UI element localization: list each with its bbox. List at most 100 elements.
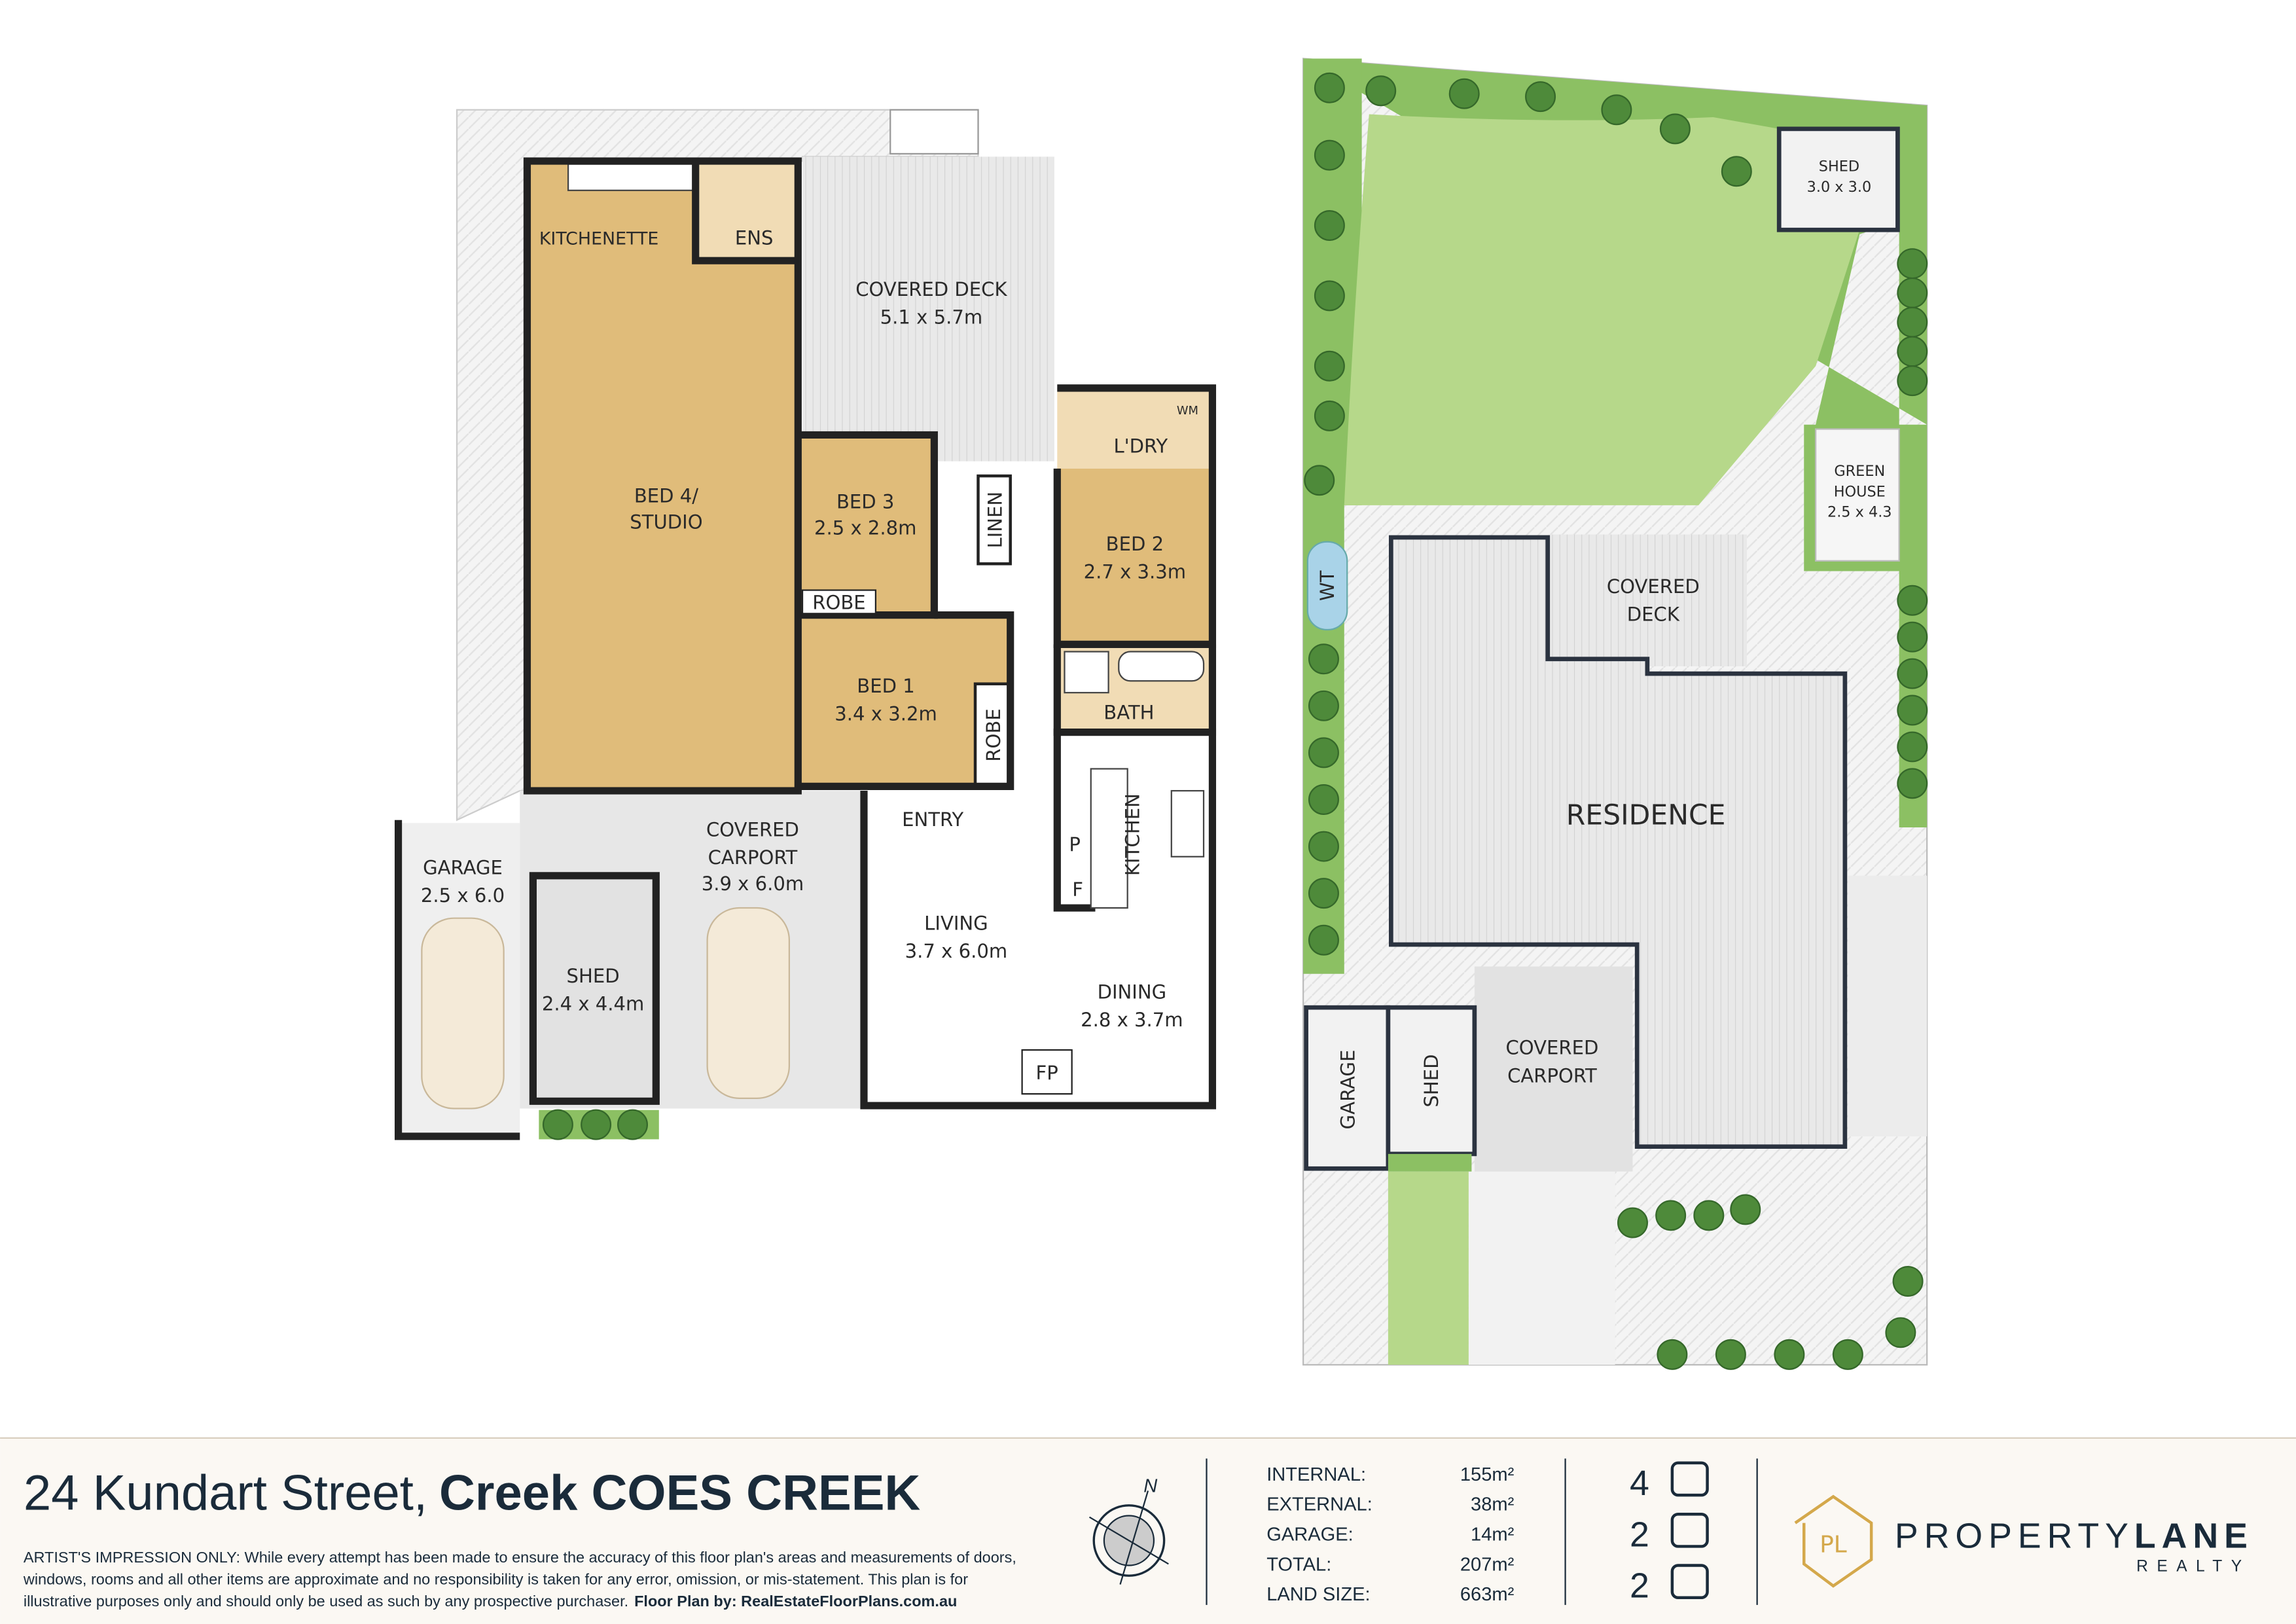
tree-icon: [1304, 465, 1335, 496]
room-linen: [977, 474, 1012, 566]
room-kitchenette-bench: [567, 163, 695, 191]
tree-icon: [1897, 621, 1928, 653]
tree-icon: [1308, 831, 1339, 862]
label-living-size: 3.7 x 6.0m: [905, 940, 1008, 962]
site-garage: [1304, 1005, 1391, 1171]
car-icon: [421, 917, 505, 1110]
room-bed2: [1057, 468, 1213, 645]
lawn: [1344, 114, 1860, 505]
label-site-deck2: DECK: [1627, 604, 1680, 626]
label-fridge: F: [1072, 878, 1083, 901]
label-site-carport2: CARPORT: [1507, 1064, 1597, 1087]
area-value: 207m²: [1460, 1554, 1515, 1575]
label-shed: SHED: [567, 965, 620, 987]
brand-property: PROPERTY: [1895, 1517, 2134, 1556]
label-site-garage: GARAGE: [1336, 1050, 1359, 1130]
side-path: [1848, 875, 1928, 1137]
area-label: INTERNAL:: [1266, 1464, 1366, 1485]
tree-icon: [1617, 1207, 1648, 1238]
brand-lane: LANE: [2134, 1517, 2253, 1556]
water-tank: [1306, 541, 1348, 631]
tree-icon: [1897, 277, 1928, 308]
label-dining: DINING: [1098, 981, 1167, 1003]
tree-icon: [1308, 737, 1339, 768]
label-shed-size: 2.4 x 4.4m: [542, 993, 645, 1015]
label-bed2-size: 2.7 x 3.3m: [1084, 561, 1187, 583]
tree-icon: [1308, 878, 1339, 909]
tree-icon: [1525, 81, 1556, 113]
disclaimer-line1: ARTIST'S IMPRESSION ONLY: While every at…: [24, 1549, 1016, 1566]
label-site-shed2: SHED: [1420, 1054, 1443, 1107]
feature-counts: 422: [1630, 1461, 1709, 1606]
feature-count: 2: [1630, 1515, 1649, 1554]
tree-icon: [1897, 768, 1928, 799]
bed-icon: [1670, 1461, 1709, 1497]
label-kitchenette: KITCHENETTE: [539, 229, 658, 249]
logo-house-icon: [1794, 1494, 1873, 1588]
label-bed3-size: 2.5 x 2.8m: [814, 517, 917, 539]
tree-icon: [1314, 280, 1345, 312]
label-residence: RESIDENCE: [1566, 800, 1726, 832]
label-entry: ENTRY: [902, 808, 963, 831]
tree-icon: [1308, 924, 1339, 956]
label-bed2: BED 2: [1106, 533, 1164, 555]
label-wm: WM: [1177, 404, 1198, 418]
area-value: 663m²: [1460, 1584, 1515, 1605]
address-street: 24 Kundart Street,: [24, 1466, 427, 1521]
tree-icon: [1693, 1200, 1725, 1231]
label-pantry: P: [1069, 833, 1081, 856]
tree-icon: [1314, 210, 1345, 242]
label-dining-size: 2.8 x 3.7m: [1081, 1009, 1183, 1031]
tree-icon: [1314, 400, 1345, 431]
shed-site: [1776, 126, 1900, 232]
bathtub: [1118, 651, 1205, 682]
label-bath: BATH: [1103, 701, 1154, 723]
area-value: 14m²: [1471, 1524, 1515, 1545]
room-ldry: [1057, 388, 1213, 469]
area-label: GARAGE:: [1266, 1524, 1353, 1545]
tree-icon: [1892, 1266, 1924, 1297]
tree-icon: [1448, 78, 1480, 109]
tree-icon: [1308, 690, 1339, 721]
tree-icon: [1314, 72, 1345, 103]
tree-icon: [1308, 643, 1339, 675]
feature-count: 2: [1630, 1566, 1649, 1606]
address-suburb: Creek COES CREEK: [439, 1466, 920, 1521]
label-site-shed: SHED: [1819, 158, 1859, 175]
label-greenhouse2: HOUSE: [1834, 483, 1886, 500]
disclaimer-line2: windows, rooms and all other items are a…: [23, 1571, 968, 1588]
compass-north: N: [1143, 1476, 1158, 1497]
brand-logo: PL PROPERTYLANE REALTY: [1794, 1494, 2253, 1588]
lawn-bottom: [1388, 1171, 1469, 1365]
credit-link[interactable]: Floor Plan by: RealEstateFloorPlans.com.…: [634, 1593, 957, 1610]
tree-icon: [1897, 695, 1928, 726]
label-robe: ROBE: [812, 592, 865, 614]
tree-icon: [1659, 113, 1691, 145]
logo-letters: PL: [1820, 1531, 1847, 1558]
area-value: 38m²: [1471, 1494, 1515, 1515]
label-site-deck: COVERED: [1607, 575, 1700, 598]
steps: [889, 109, 979, 155]
tree-icon: [1314, 139, 1345, 171]
room-bed3: [798, 435, 935, 615]
area-label: TOTAL:: [1266, 1554, 1331, 1575]
address: 24 Kundart Street,Creek COES CREEK: [24, 1466, 921, 1521]
label-bed4: BED 4/: [634, 484, 698, 507]
tree-icon: [1715, 1339, 1746, 1370]
tree-icon: [1897, 731, 1928, 763]
tree-icon: [1832, 1339, 1863, 1370]
brand-realty: REALTY: [2136, 1557, 2250, 1575]
tree-icon: [1655, 1200, 1687, 1231]
tree-icon: [1365, 75, 1397, 107]
tree-icon: [1657, 1339, 1688, 1370]
shower: [1064, 651, 1109, 694]
svg-text:PROPERTYLANE: PROPERTYLANE: [1895, 1517, 2253, 1556]
room-bed4: [527, 161, 798, 791]
room-covered-deck: [802, 156, 1054, 461]
driveway: [1468, 1171, 1615, 1365]
tree-icon: [581, 1109, 612, 1140]
residence-outline: [1389, 535, 1848, 1149]
label-bed1: BED 1: [857, 675, 914, 697]
label-carport2: CARPORT: [708, 846, 798, 869]
